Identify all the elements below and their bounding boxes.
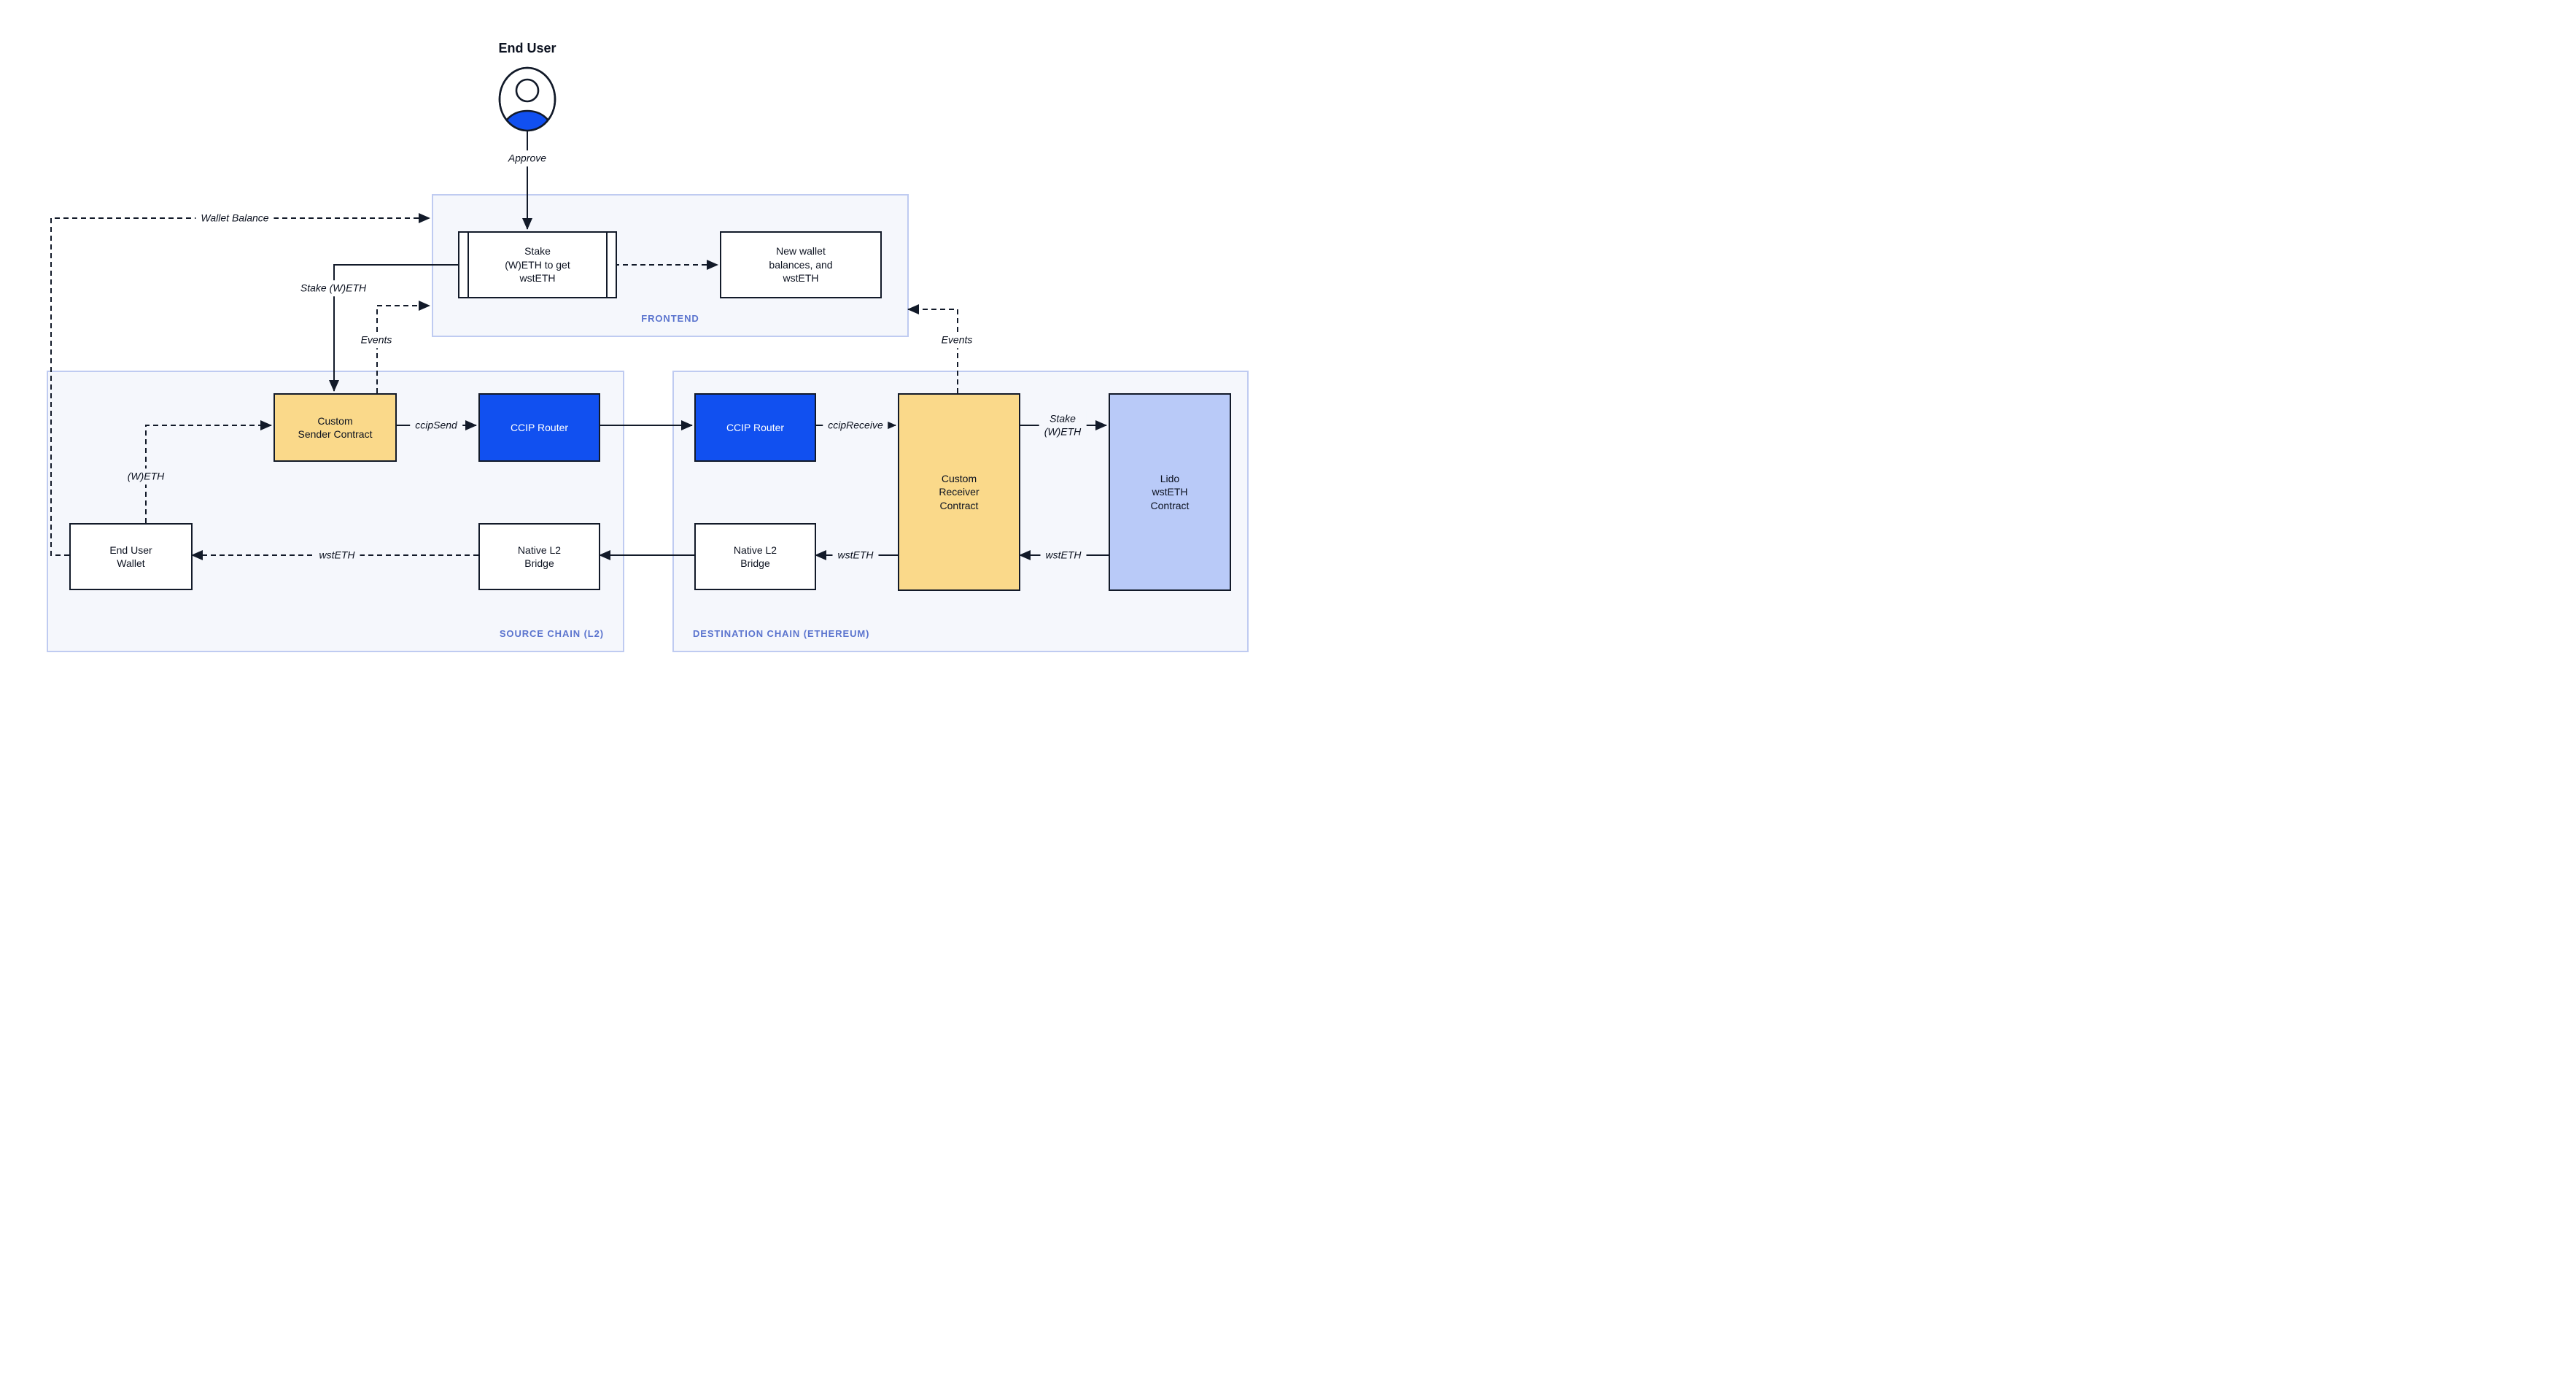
events-right-edge-label: Events	[936, 332, 978, 348]
native-l2-bridge-source-label: Native L2 Bridge	[517, 544, 562, 569]
approve-edge-label: Approve	[503, 150, 552, 166]
custom-sender-contract-label: Custom Sender Contract	[298, 414, 373, 440]
source-chain-label: SOURCE CHAIN (L2)	[499, 628, 604, 639]
end-user-wallet-label: End User Wallet	[109, 544, 152, 569]
stake-weth-connector	[329, 264, 458, 392]
weth-edge-label: (W)ETH	[122, 468, 170, 484]
end-user-icon	[498, 66, 556, 132]
lido-wsteth-contract-box: Lido wstETH Contract	[1109, 393, 1231, 591]
ccip-router-destination-box: CCIP Router	[694, 393, 816, 462]
wsteth-wallet-edge-label: wstETH	[314, 547, 360, 563]
wallet-balance-connector	[50, 213, 430, 556]
end-user-title: End User	[498, 41, 556, 55]
custom-sender-contract-box: Custom Sender Contract	[273, 393, 397, 462]
ccipreceive-edge-label: ccipReceive	[823, 417, 888, 433]
subroutine-bar-right	[606, 233, 608, 297]
stake-weth-box: Stake (W)ETH to get wstETH	[458, 231, 617, 298]
connector-layer	[50, 66, 1109, 560]
stake-weth-right-edge-label: Stake (W)ETH	[1039, 411, 1087, 440]
ccipsend-edge-label: ccipSend	[410, 417, 462, 433]
wsteth-receiver-edge-label: wstETH	[832, 547, 879, 563]
end-user-wallet-box: End User Wallet	[69, 523, 193, 590]
stake-weth-box-label: Stake (W)ETH to get wstETH	[505, 245, 570, 285]
stake-weth-edge-label: Stake (W)ETH	[295, 280, 372, 296]
subroutine-bar-left	[468, 233, 469, 297]
wallet-balance-edge-label: Wallet Balance	[195, 210, 274, 226]
ccip-router-destination-label: CCIP Router	[726, 421, 785, 433]
events-left-connector	[376, 301, 430, 393]
end-user-icon-outline	[498, 66, 556, 132]
weth-wallet-to-sender-connector	[145, 420, 272, 523]
wsteth-lido-edge-label: wstETH	[1040, 547, 1087, 563]
ccip-router-source-label: CCIP Router	[510, 421, 569, 433]
end-user-icon-head	[515, 78, 540, 103]
destination-chain-label: DESTINATION CHAIN (ETHEREUM)	[693, 628, 870, 639]
events-right-connector	[907, 304, 958, 393]
native-l2-bridge-destination-box: Native L2 Bridge	[694, 523, 816, 590]
native-l2-bridge-destination-label: Native L2 Bridge	[733, 544, 777, 569]
custom-receiver-contract-box: Custom Receiver Contract	[898, 393, 1020, 591]
lido-wsteth-contract-label: Lido wstETH Contract	[1150, 472, 1190, 511]
ccip-staking-diagram: FRONTEND SOURCE CHAIN (L2) DESTINATION C…	[0, 0, 1288, 700]
native-l2-bridge-source-box: Native L2 Bridge	[478, 523, 600, 590]
frontend-label: FRONTEND	[641, 313, 699, 324]
ccip-router-source-box: CCIP Router	[478, 393, 600, 462]
events-left-edge-label: Events	[355, 332, 397, 348]
new-wallet-balances-box: New wallet balances, and wstETH	[720, 231, 882, 298]
custom-receiver-contract-label: Custom Receiver Contract	[939, 472, 979, 511]
new-wallet-balances-label: New wallet balances, and wstETH	[769, 245, 833, 285]
